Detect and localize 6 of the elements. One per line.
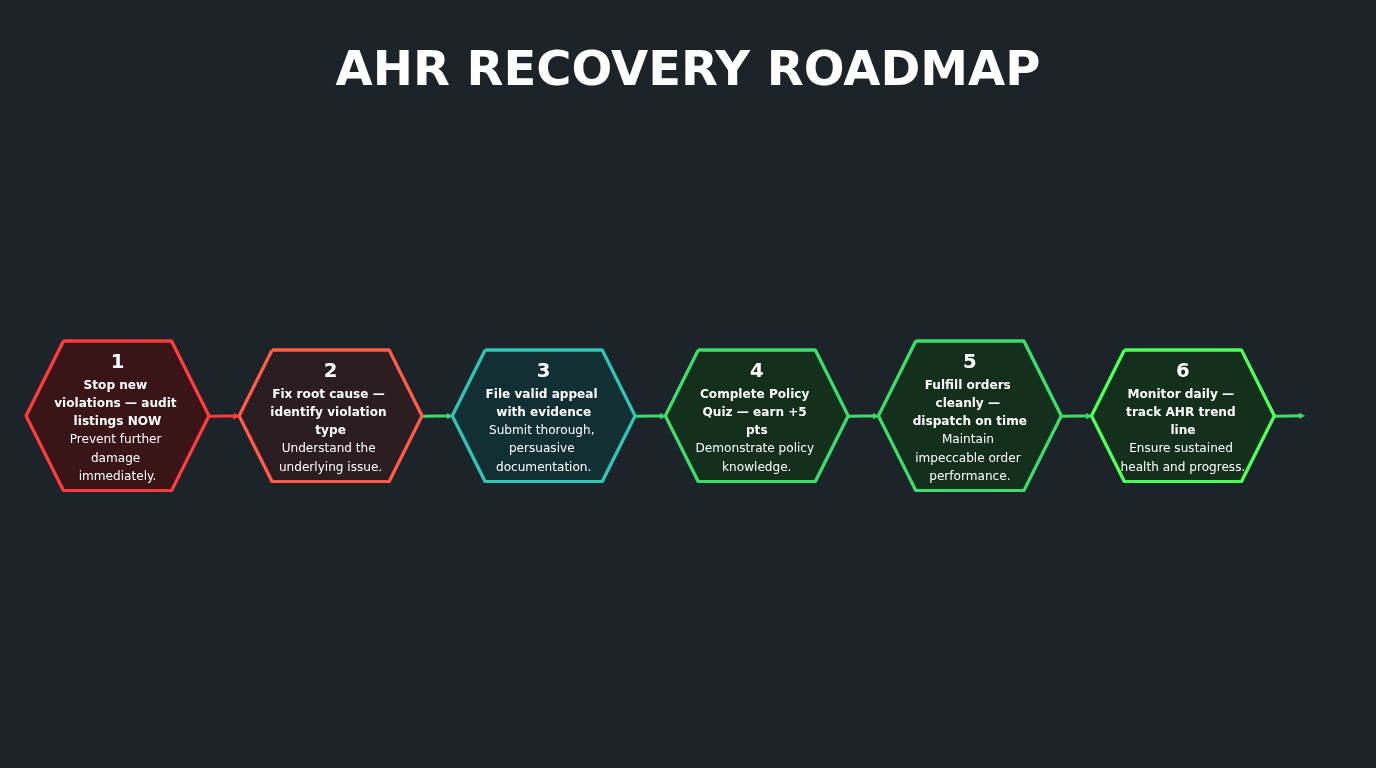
arrow — [422, 412, 453, 420]
arrow — [209, 412, 240, 420]
arrow — [635, 412, 666, 420]
title: AHR RECOVERY ROADMAP — [334, 40, 1042, 96]
arrow — [1274, 412, 1305, 420]
arrow — [1061, 412, 1093, 420]
